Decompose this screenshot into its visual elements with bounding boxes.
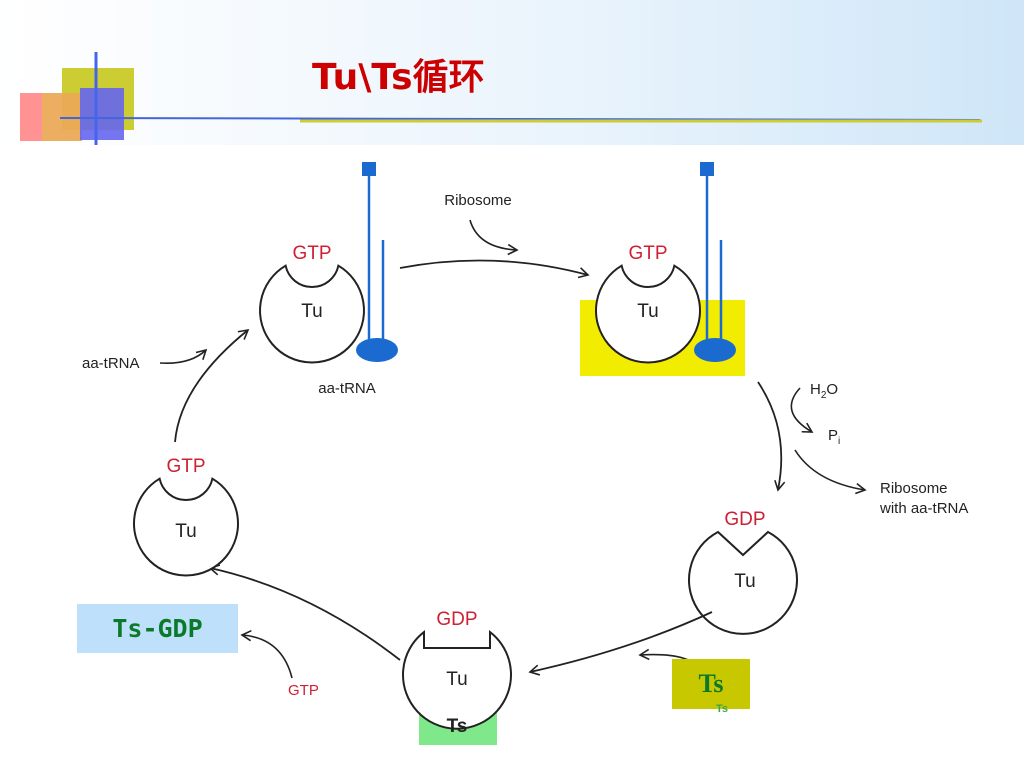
release-arrow xyxy=(794,449,867,495)
title-decoration xyxy=(20,52,982,145)
ribosome-incoming-arrow xyxy=(469,219,519,256)
gtp-label: GTP xyxy=(292,243,331,264)
ts-label: Ts xyxy=(447,716,468,737)
aa-trna-incoming-arrow xyxy=(159,348,208,365)
tu-protein-shape-ribosome xyxy=(595,264,701,364)
tu-gdp-to-ts-arrow xyxy=(528,611,713,676)
tu-label-ts: Tu xyxy=(446,669,467,690)
ts-label-box: Ts xyxy=(672,659,750,709)
h2o-label: H2O xyxy=(810,381,838,401)
gdp-label-bottom: GDP xyxy=(436,609,477,630)
gtp-label-left: GTP xyxy=(166,456,205,477)
aa-trna-label: aa-tRNA xyxy=(318,380,376,397)
gtp-incoming-label: GTP xyxy=(288,682,319,699)
ts-gdp-label-box: Ts-GDP xyxy=(77,604,238,653)
tu-protein-shape-left xyxy=(133,477,239,577)
tu-label-gdp: Tu xyxy=(734,571,755,592)
h2o-to-pi-arrow xyxy=(790,387,814,433)
tu-label: Tu xyxy=(301,301,322,322)
tu-label-ribosome: Tu xyxy=(637,301,658,322)
pi-label: Pi xyxy=(828,427,840,447)
ribosome-label: Ribosome xyxy=(444,192,512,209)
tu-gtp-to-complex-arrow xyxy=(174,328,250,443)
hydrolysis-arrow xyxy=(757,381,786,492)
ts-to-tu-gtp-arrow xyxy=(208,564,401,661)
ribosome-bound-complex: GTP Tu xyxy=(580,162,745,376)
tu-gtp-aatrna-complex: GTP Tu aa-tRNA xyxy=(259,162,398,397)
gtp-incoming-arrow xyxy=(240,629,293,679)
gtp-label-ribosome: GTP xyxy=(628,243,667,264)
gdp-label-right: GDP xyxy=(724,509,765,530)
ribosome-with-aatrna-line2: with aa-tRNA xyxy=(879,500,968,517)
tu-protein-shape-gdp xyxy=(688,530,798,635)
tu-gdp-complex: GDP Tu xyxy=(688,509,798,635)
slide-title: Tu\Ts循环 xyxy=(312,57,485,98)
tu-label-left: Tu xyxy=(175,521,196,542)
tu-gtp-free-complex: GTP Tu xyxy=(133,456,239,577)
binding-arrow xyxy=(399,259,590,279)
tu-ts-gdp-complex: GDP Tu Ts xyxy=(402,609,512,745)
tu-protein-shape-ts xyxy=(402,629,512,730)
ribosome-with-aatrna-line1: Ribosome xyxy=(880,480,948,497)
aa-trna-incoming-label: aa-tRNA xyxy=(82,355,140,372)
tu-protein-shape xyxy=(259,264,365,364)
ts-small-label: Ts xyxy=(716,703,729,715)
trna-molecule-ribosome xyxy=(694,162,736,362)
trna-molecule xyxy=(356,162,398,362)
